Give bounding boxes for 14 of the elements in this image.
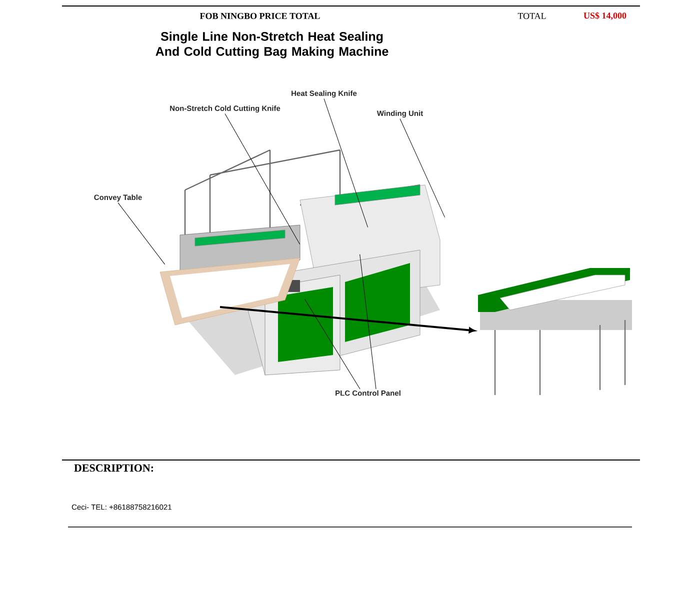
leader-line <box>400 118 446 218</box>
machine-drawing <box>160 149 440 376</box>
leader-line <box>224 113 300 245</box>
leader-line <box>324 98 368 228</box>
conveyor-drawing <box>478 268 632 396</box>
price-text: US$ 14,000 <box>584 12 626 20</box>
leader-line <box>304 299 360 390</box>
title: Single Line Non-Stretch Heat Sealing And Cold Cutting Bag Making Machine <box>156 32 388 58</box>
arrow <box>220 306 476 334</box>
header-text: TOTAL <box>518 12 546 20</box>
section-heading: DESCRIPTION: <box>74 464 154 472</box>
leader-line <box>118 202 166 265</box>
leader-line <box>360 254 376 390</box>
header-text: FOB NINGBO PRICE TOTAL <box>200 12 320 20</box>
